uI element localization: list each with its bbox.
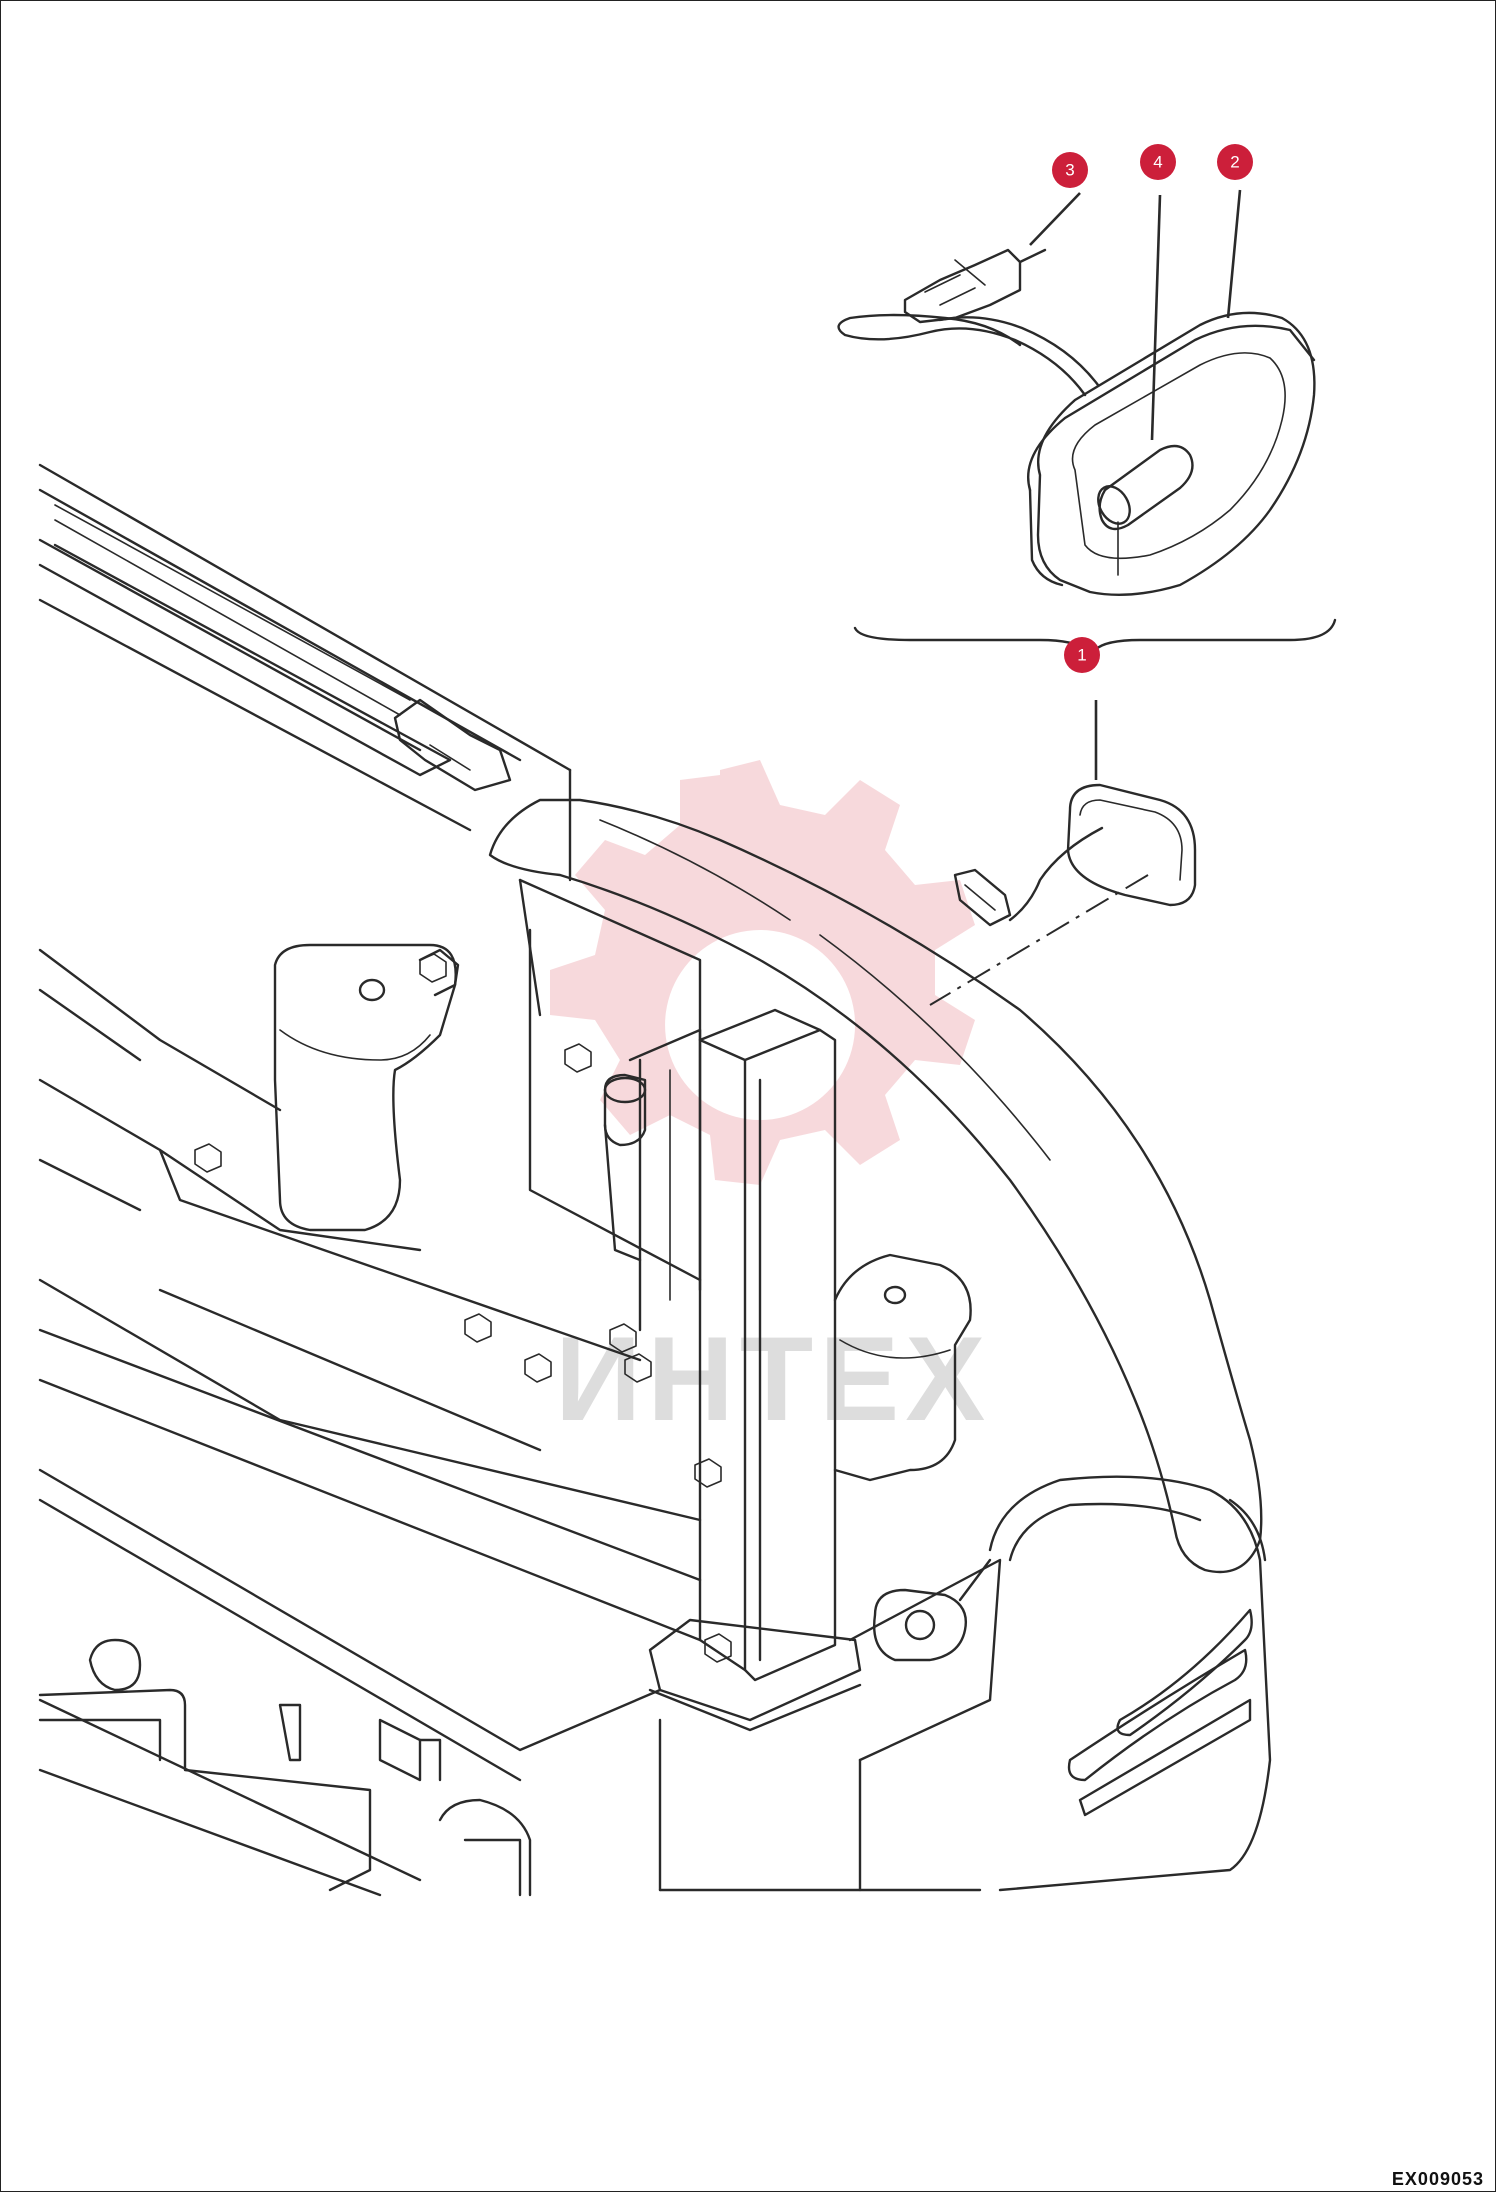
svg-text:1: 1 [1077,646,1086,665]
lamp-assembly-exploded [837,248,1337,662]
watermark-gear-icon [550,760,975,1185]
svg-text:3: 3 [1065,161,1074,180]
watermark-text: ИНТЕХ [555,1312,991,1446]
leader-lines [1029,189,1242,780]
callout-1[interactable]: 1 [1064,637,1100,673]
machine-frame [38,463,1272,1897]
svg-text:4: 4 [1153,153,1162,172]
leader-3 [1029,192,1081,246]
callout-3[interactable]: 3 [1052,152,1088,188]
lamp-mounted [929,783,1197,1006]
leader-4 [1150,194,1162,441]
leader-2 [1226,189,1242,319]
callout-2[interactable]: 2 [1217,144,1253,180]
callout-4[interactable]: 4 [1140,144,1176,180]
svg-text:2: 2 [1230,153,1239,172]
drawing-code: EX009053 [1391,2169,1484,2189]
